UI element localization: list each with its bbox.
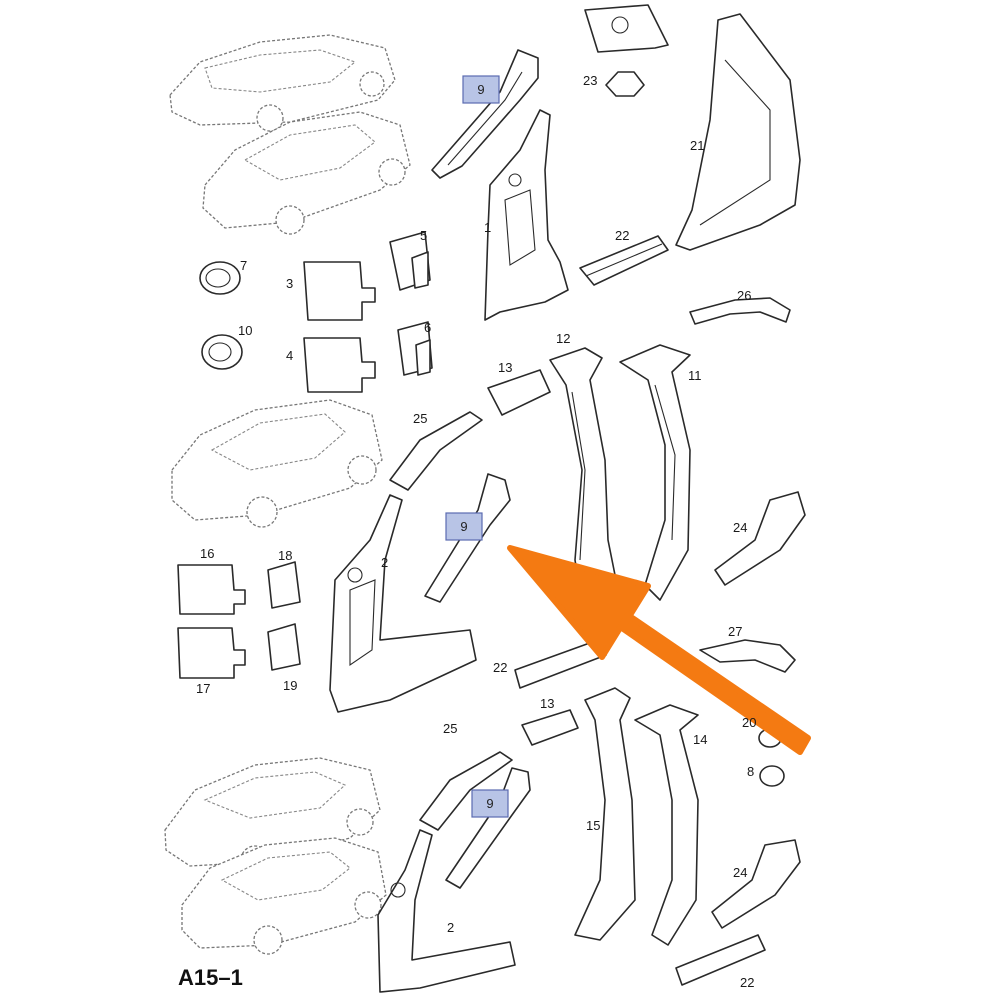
callout-22-top: 22	[615, 228, 629, 243]
part-15-b-pillar	[574, 687, 636, 941]
callout-17: 17	[196, 681, 210, 696]
callout-4: 4	[286, 348, 293, 363]
callout-7: 7	[240, 258, 247, 273]
callout-27: 27	[728, 624, 742, 639]
highlight-box-9-bottom: 9	[471, 789, 509, 818]
part-6-bracket	[397, 321, 433, 376]
part-19-bracket	[267, 623, 301, 671]
part-13-upper-bracket	[487, 369, 551, 416]
callout-14: 14	[693, 732, 707, 747]
callout-24-bottom: 24	[733, 865, 747, 880]
callout-19: 19	[283, 678, 297, 693]
callout-5: 5	[420, 228, 427, 243]
part-12-b-pillar	[549, 347, 616, 591]
part-13-lower-bracket	[521, 709, 579, 746]
svg-text:9: 9	[486, 796, 493, 811]
car-hatchback-top-illustration	[202, 111, 411, 235]
callout-16: 16	[200, 546, 214, 561]
pointer-arrow	[507, 545, 811, 755]
part-25-upper-roof-rail	[389, 411, 483, 491]
part-11-b-pillar-outer	[619, 344, 691, 601]
part-26-wheel-arch-strip	[689, 297, 791, 325]
part-24-upper-arch	[714, 491, 806, 586]
svg-text:9: 9	[460, 519, 467, 534]
part-4-plate	[303, 337, 376, 393]
car-wagon-top-illustration	[169, 34, 396, 132]
callout-25-top: 25	[413, 411, 427, 426]
part-23-grommet-panel	[584, 4, 669, 97]
part-21-rear-quarter-inner	[675, 13, 801, 251]
part-1-a-pillar	[484, 109, 569, 321]
callout-25-bottom: 25	[443, 721, 457, 736]
callout-23: 23	[583, 73, 597, 88]
callout-3: 3	[286, 276, 293, 291]
callout-10: 10	[238, 323, 252, 338]
part-18-bracket	[267, 561, 301, 609]
callout-8: 8	[747, 764, 754, 779]
highlight-box-9-top: 9	[462, 75, 500, 104]
callout-26: 26	[737, 288, 751, 303]
part-10-plug	[201, 334, 243, 370]
callout-2-bottom: 2	[447, 920, 454, 935]
callout-11: 11	[688, 368, 702, 383]
callout-22-middle: 22	[493, 660, 507, 675]
part-25-lower-roof-rail	[419, 751, 513, 831]
part-17-plate	[177, 627, 246, 679]
diagram-code: A15–1	[178, 965, 243, 990]
callout-22-bottom: 22	[740, 975, 754, 990]
part-3-plate	[303, 261, 376, 321]
part-14-b-pillar-outer	[634, 704, 699, 946]
callout-24-top: 24	[733, 520, 747, 535]
car-hatchback-bottom-illustration	[181, 837, 387, 955]
callout-13-bottom: 13	[540, 696, 554, 711]
callout-2-middle: 2	[381, 555, 388, 570]
part-8-plug	[759, 765, 785, 787]
part-7-plug	[199, 261, 241, 295]
part-16-plate	[177, 564, 246, 615]
part-27-arch-strip	[699, 639, 796, 673]
callout-21: 21	[690, 138, 704, 153]
callout-18: 18	[278, 548, 292, 563]
callout-20: 20	[742, 715, 756, 730]
part-24-lower-arch	[711, 839, 801, 929]
highlight-box-9-middle: 9	[445, 512, 483, 541]
callout-13-top: 13	[498, 360, 512, 375]
callout-6: 6	[424, 320, 431, 335]
part-2-a-pillar-sill	[329, 494, 477, 713]
callout-15: 15	[586, 818, 600, 833]
callout-12: 12	[556, 331, 570, 346]
part-2-lower-a-pillar-sill	[377, 829, 516, 993]
callout-1: 1	[484, 220, 491, 235]
svg-text:9: 9	[477, 82, 484, 97]
car-hatchback-middle-illustration	[171, 399, 383, 528]
part-22-lower-sill	[675, 934, 766, 986]
part-9-upper-strip	[431, 49, 539, 179]
part-22-upper-sill	[579, 235, 669, 286]
part-5-bracket	[389, 231, 431, 291]
